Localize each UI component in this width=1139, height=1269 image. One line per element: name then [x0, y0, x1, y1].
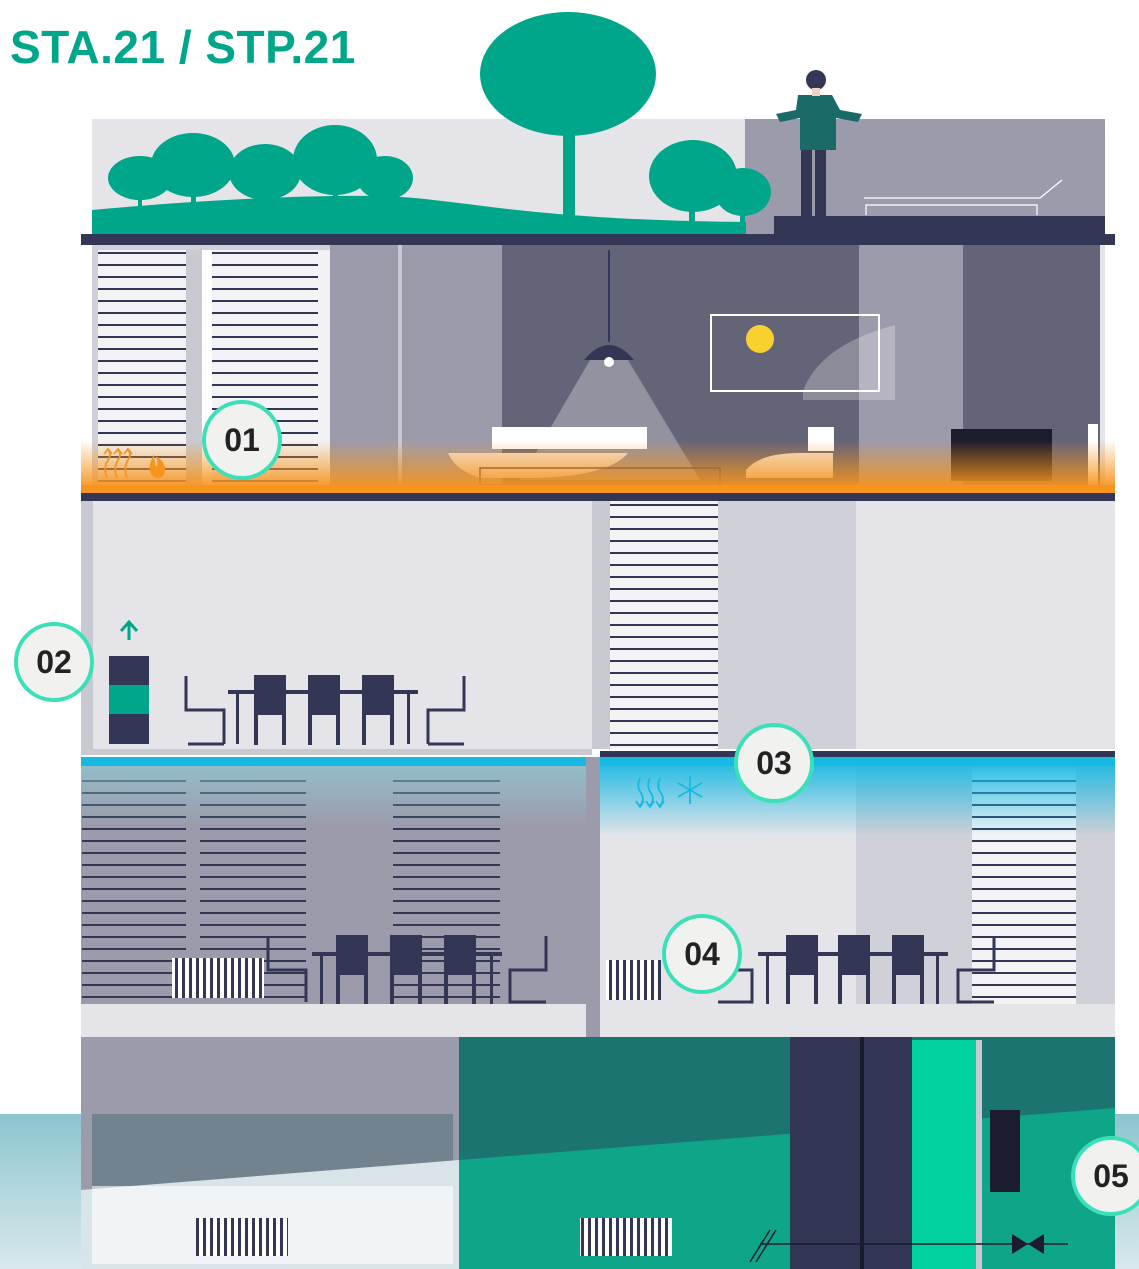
marker-05[interactable]: 05	[1071, 1136, 1139, 1216]
dining-table	[228, 675, 418, 745]
person-figure	[776, 70, 862, 216]
basement-level	[0, 1037, 1139, 1269]
page-title: STA.21 / STP.21	[10, 21, 356, 73]
heat-flame-icon	[103, 447, 166, 479]
sun-lounger	[864, 179, 1063, 215]
marker-02[interactable]: 02	[14, 622, 94, 702]
chair	[266, 936, 996, 1004]
tree-icon	[108, 12, 771, 225]
up-arrow-icon	[119, 619, 139, 640]
floor-cooling-level	[81, 757, 1115, 1037]
marker-03[interactable]: 03	[734, 723, 814, 803]
roof-terrace	[92, 12, 1105, 235]
marker-04[interactable]: 04	[662, 914, 742, 994]
marker-01[interactable]: 01	[202, 400, 282, 480]
valve-icon	[1012, 1234, 1044, 1254]
floor-middle-level	[81, 501, 1115, 749]
chair	[184, 676, 466, 746]
dining-table	[312, 935, 948, 1004]
cold-snowflake-icon	[635, 776, 703, 809]
